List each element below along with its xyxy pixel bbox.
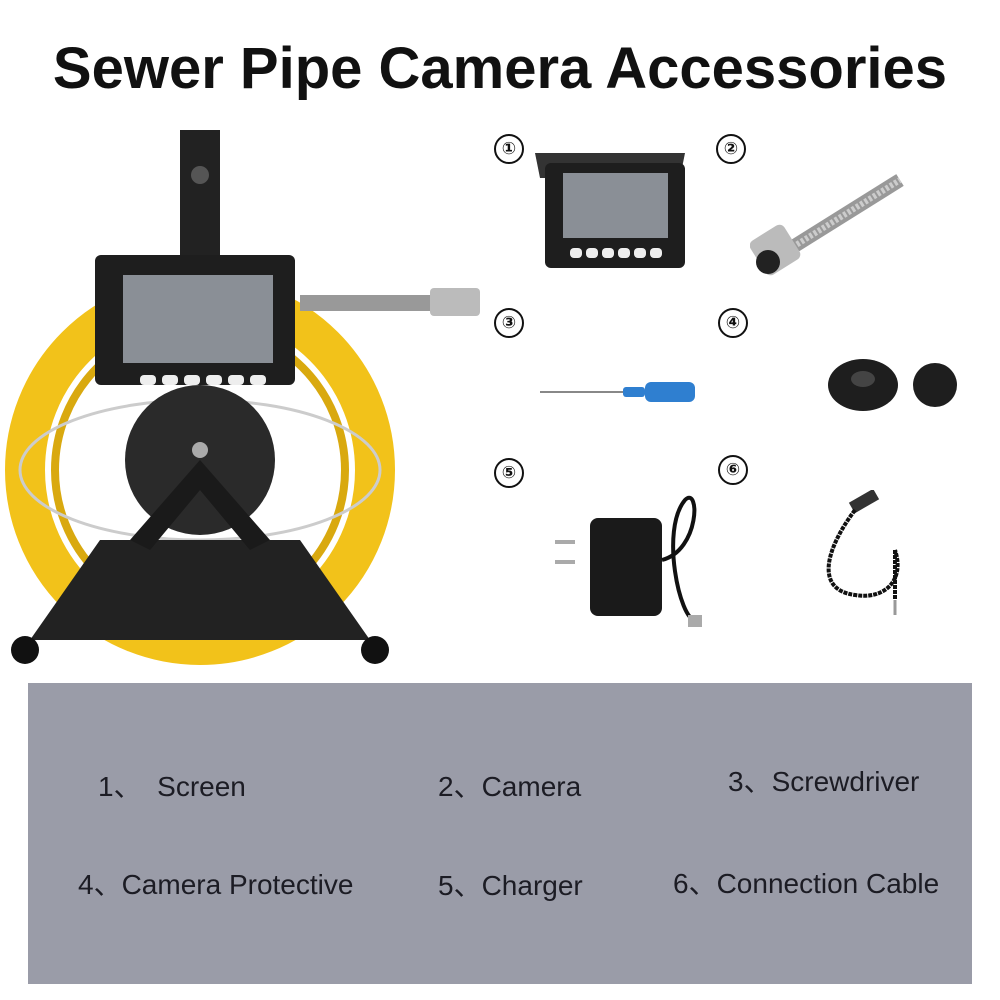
- legend-number: 5、: [438, 870, 482, 901]
- legend-item-5: 5、Charger: [438, 869, 583, 903]
- legend-label: Screwdriver: [771, 766, 920, 797]
- marker-4: ④: [718, 308, 748, 338]
- legend-panel: 1、 Screen 2、Camera 3、Screwdriver 4、Camer…: [28, 683, 972, 984]
- legend-item-4: 4、Camera Protective: [78, 868, 353, 902]
- marker-6: ⑥: [718, 455, 748, 485]
- legend-label: Connection Cable: [716, 868, 940, 899]
- legend-item-6: 6、Connection Cable: [673, 867, 939, 901]
- legend-number: 1、: [98, 771, 142, 802]
- legend-item-2: 2、Camera: [438, 770, 581, 804]
- marker-1: ①: [494, 134, 524, 164]
- marker-3: ③: [494, 308, 524, 338]
- charger-image: [555, 495, 702, 627]
- legend-number: 4、: [78, 869, 122, 900]
- legend-label: Camera Protective: [121, 869, 354, 900]
- camera-protective-image: [828, 359, 957, 411]
- legend-item-1: 1、 Screen: [98, 770, 246, 804]
- legend-number: 6、: [673, 868, 717, 899]
- legend-label: Camera: [481, 771, 582, 802]
- pipe-camera-reel-image: [5, 130, 480, 665]
- connection-cable-image: [826, 490, 900, 615]
- marker-5: ⑤: [494, 458, 524, 488]
- legend-number: 3、: [728, 766, 772, 797]
- screen-image: [535, 153, 685, 268]
- screwdriver-image: [540, 382, 695, 402]
- camera-image: [750, 174, 904, 276]
- legend-number: 2、: [438, 771, 482, 802]
- page-title: Sewer Pipe Camera Accessories: [52, 36, 948, 101]
- legend-label: Screen: [157, 771, 246, 802]
- legend-item-3: 3、Screwdriver: [728, 765, 919, 799]
- legend-label: Charger: [481, 870, 583, 901]
- marker-2: ②: [716, 134, 746, 164]
